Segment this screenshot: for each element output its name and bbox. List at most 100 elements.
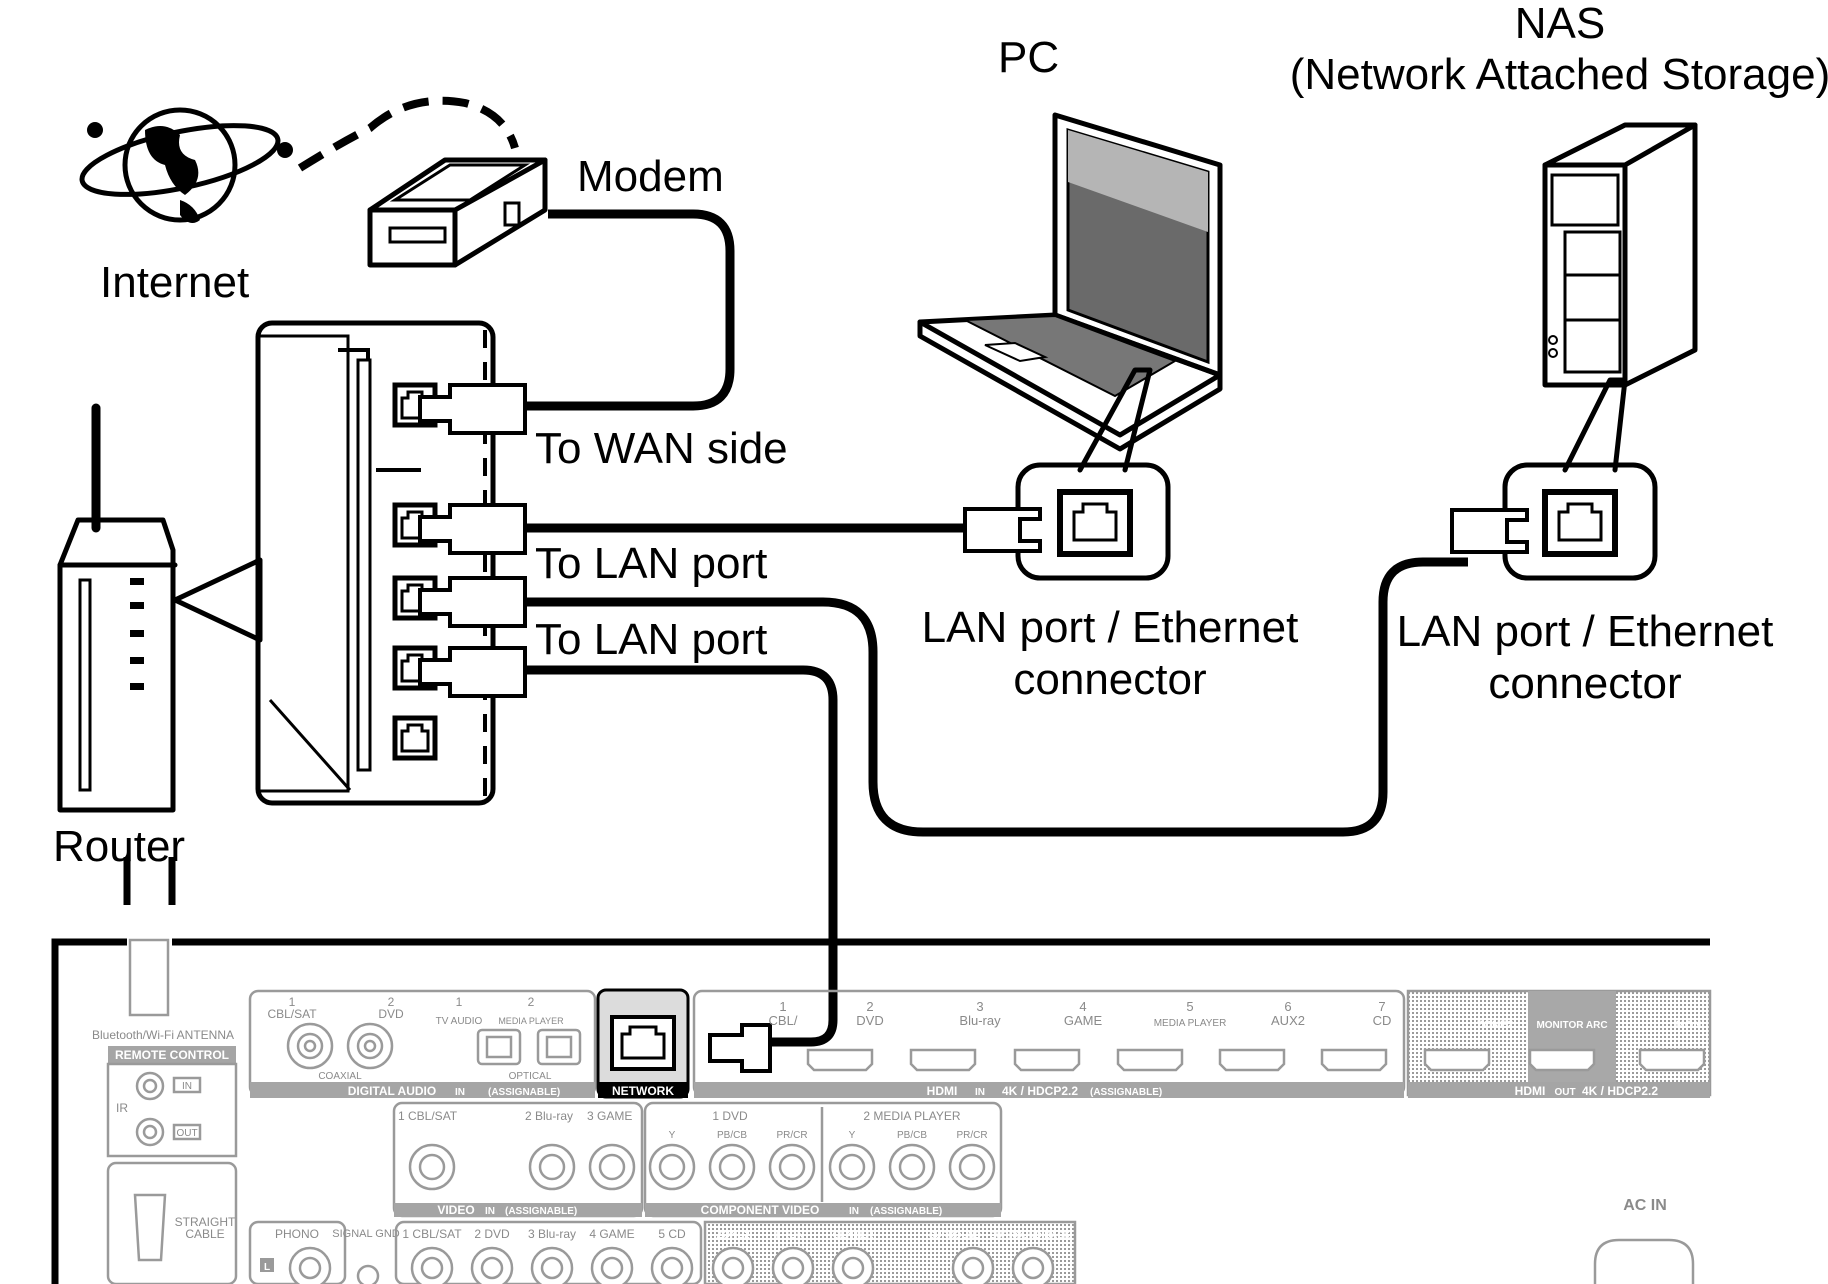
analog-input-4: 4 GAME — [589, 1227, 634, 1241]
svg-text:CD: CD — [1373, 1013, 1392, 1028]
router-icon — [57, 403, 178, 813]
component-channel-4: Y — [849, 1130, 856, 1141]
l-channel-marker: L — [264, 1262, 270, 1273]
nas-port-label-line1: LAN port / Ethernet — [1397, 607, 1774, 656]
coaxial-label: COAXIAL — [318, 1071, 362, 1082]
svg-text:MEDIA PLAYER: MEDIA PLAYER — [1154, 1018, 1227, 1029]
internet-label: Internet — [100, 258, 249, 307]
component-channel-5: PB/CB — [897, 1130, 927, 1141]
video-in-badge: IN — [485, 1206, 495, 1217]
receiver-network-plug — [708, 1023, 772, 1073]
preout-front: FRONT — [776, 1230, 810, 1241]
phono-label: PHONO — [275, 1227, 319, 1241]
digital-input-2-num: 2 — [388, 995, 395, 1009]
svg-text:GAME: GAME — [1064, 1013, 1103, 1028]
bt-antenna-label: Bluetooth/Wi-Fi ANTENNA — [92, 1028, 234, 1042]
nas-port-label-line2: connector — [1488, 659, 1681, 708]
receiver-lan-cable — [523, 665, 838, 1047]
component-channel-3: PR/CR — [776, 1130, 807, 1141]
signal-gnd-label: SIGNAL GND — [332, 1228, 399, 1240]
svg-text:CBL/: CBL/ — [769, 1013, 798, 1028]
router-lan-port-4 — [392, 715, 438, 761]
hdmi-out-spec: 4K / HDCP2.2 — [1582, 1084, 1658, 1098]
hdmi-out-label: HDMI — [1515, 1084, 1546, 1098]
hdmi-in-spec: 4K / HDCP2.2 — [1002, 1084, 1078, 1098]
svg-text:3: 3 — [976, 999, 983, 1014]
moni-label: MONI — [1676, 1019, 1705, 1031]
pc-port-label-line2: connector — [1013, 655, 1206, 704]
digital-input-3-num: 1 — [456, 995, 463, 1009]
nas-port-callout — [1450, 377, 1658, 581]
component-channel-1: Y — [669, 1130, 676, 1141]
receiver-rear-panel: Bluetooth/Wi-Fi ANTENNA REMOTE CONTROL I… — [51, 857, 1712, 1284]
digital-input-4-name: MEDIA PLAYER — [498, 1016, 564, 1026]
pc-port-callout — [963, 367, 1171, 581]
wan-cable — [523, 209, 735, 411]
hdmi-input-1: 1 CBL/ — [769, 999, 798, 1028]
svg-text:Blu-ray: Blu-ray — [959, 1013, 1001, 1028]
component-group-2: 2 MEDIA PLAYER — [863, 1109, 960, 1123]
hdmi-out-badge: OUT — [1554, 1087, 1575, 1098]
digital-audio-in-badge: IN — [455, 1087, 465, 1098]
router-plugs — [418, 383, 527, 698]
to-lan-port-label-2: To LAN port — [535, 615, 767, 664]
pc-label: PC — [998, 33, 1059, 82]
hdmi-input-3: 3 Blu-ray — [909, 999, 1001, 1072]
remote-control-label: REMOTE CONTROL — [115, 1048, 229, 1062]
pc-port-label-line1: LAN port / Ethernet — [922, 603, 1299, 652]
ac-in-label: AC IN — [1623, 1197, 1667, 1214]
internet-globe-icon — [79, 107, 293, 224]
to-lan-port-label-1: To LAN port — [535, 539, 767, 588]
svg-text:2: 2 — [866, 999, 873, 1014]
analog-input-1: 1 CBL/SAT — [402, 1227, 462, 1241]
video-label: VIDEO — [437, 1203, 474, 1217]
zone2-hdmi-label: ZONE2 — [1477, 1019, 1514, 1031]
modem-label: Modem — [577, 152, 724, 201]
to-wan-side-label: To WAN side — [535, 424, 788, 473]
digital-input-1-num: 1 — [289, 995, 296, 1009]
nas-tower-icon — [1542, 122, 1698, 388]
nas-title: NAS — [1515, 0, 1605, 48]
hdmi-input-7: 7 CD — [1320, 999, 1392, 1072]
ir-in-label: IN — [182, 1081, 192, 1092]
digital-input-3-name: TV AUDIO — [436, 1016, 483, 1027]
preout-zone2: ZONE2 — [716, 1230, 750, 1241]
internet-wireless-link — [297, 96, 519, 172]
router-label: Router — [53, 822, 185, 871]
preout-surround-back: SURROUND BACK — [990, 1230, 1071, 1240]
component-video-label: COMPONENT VIDEO — [701, 1203, 820, 1217]
hdmi-in-assignable: (ASSIGNABLE) — [1090, 1087, 1162, 1098]
svg-text:DVD: DVD — [856, 1013, 883, 1028]
preout-surround: SURROUND — [929, 1230, 982, 1240]
video-input-2: 2 Blu-ray — [525, 1109, 573, 1123]
laptop-icon — [917, 112, 1223, 452]
digital-audio-label: DIGITAL AUDIO — [348, 1084, 436, 1098]
preout-center: CENTER — [832, 1230, 874, 1241]
ir-out-label: OUT — [176, 1128, 197, 1139]
video-assignable: (ASSIGNABLE) — [505, 1206, 577, 1217]
svg-text:4: 4 — [1079, 999, 1086, 1014]
hdmi-input-4: 4 GAME — [1013, 999, 1103, 1072]
straight-cable-label-2: CABLE — [185, 1227, 224, 1241]
component-in-badge: IN — [849, 1206, 859, 1217]
analog-input-2: 2 DVD — [474, 1227, 510, 1241]
hdmi-input-2: 2 DVD — [806, 999, 884, 1072]
network-label: NETWORK — [612, 1084, 674, 1098]
hdmi-in-badge: IN — [975, 1087, 985, 1098]
svg-text:5: 5 — [1186, 999, 1193, 1014]
optical-label: OPTICAL — [509, 1071, 552, 1082]
video-input-3: 3 GAME — [587, 1109, 632, 1123]
component-channel-2: PB/CB — [717, 1130, 747, 1141]
hdmi-input-6: 6 AUX2 — [1218, 999, 1305, 1072]
modem-icon — [367, 157, 548, 268]
nas-subtitle: (Network Attached Storage) — [1290, 50, 1828, 99]
hdmi-in-label: HDMI — [927, 1084, 958, 1098]
digital-input-1-name: CBL/SAT — [267, 1007, 317, 1021]
analog-input-5: 5 CD — [658, 1227, 686, 1241]
receiver-network-port: NETWORK — [596, 988, 690, 1099]
svg-text:1: 1 — [779, 999, 786, 1014]
component-channel-6: PR/CR — [956, 1130, 987, 1141]
nas-lan-cable — [523, 557, 1468, 837]
monitor-arc-label: MONITOR ARC — [1536, 1020, 1607, 1031]
